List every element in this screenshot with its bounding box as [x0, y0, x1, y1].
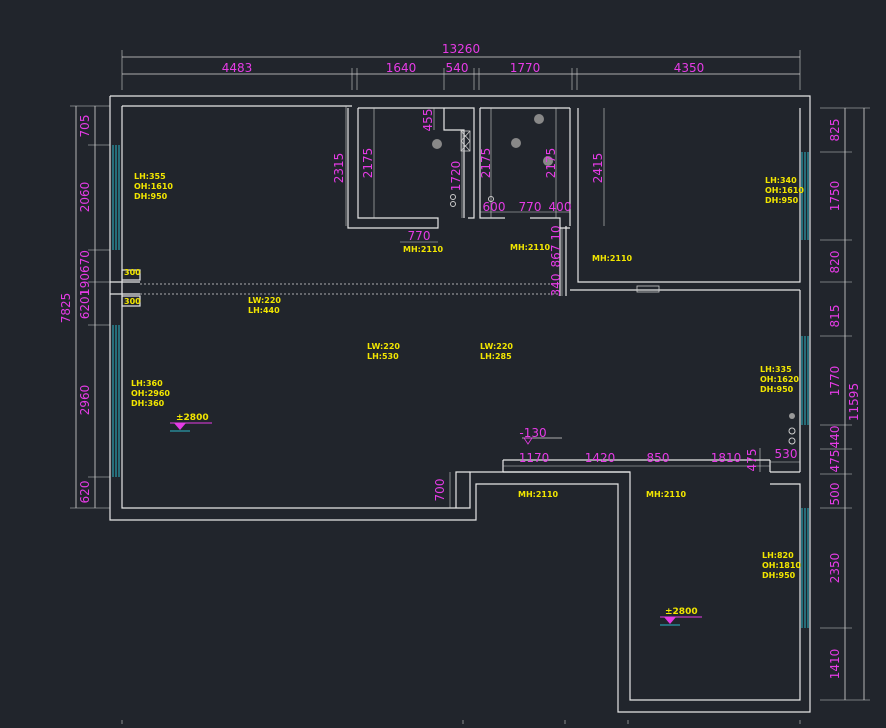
dim-530: 530	[775, 447, 798, 461]
window-sill-2: 300	[124, 297, 141, 306]
note-dh360: DH:360	[131, 399, 165, 408]
drain-icon	[432, 139, 442, 149]
annotations: LH:355 OH:1610 DH:950 LH:340 OH:1610 DH:…	[131, 172, 804, 626]
right-dimensions: 11595 825 1750 820 815 1770 440 475 500 …	[820, 107, 870, 701]
dim-2175-c: 2175	[544, 148, 558, 179]
note-oh1610-b: OH:1610	[765, 186, 804, 195]
note-mh2110-a: MH:2110	[403, 245, 444, 254]
dim-1810: 1810	[711, 451, 742, 465]
dim-1420: 1420	[585, 451, 616, 465]
windows: 300 300	[112, 145, 809, 628]
note-oh1810: OH:1810	[762, 561, 801, 570]
pipe-icon	[450, 201, 456, 207]
drain-icon	[534, 114, 544, 124]
dim-left-5: 2960	[78, 385, 92, 416]
dim-2315: 2315	[332, 153, 346, 184]
note-oh2960: OH:2960	[131, 389, 170, 398]
dim-right-1: 825	[828, 119, 842, 142]
dim-right-2: 1750	[828, 181, 842, 212]
dim-455: 455	[421, 109, 435, 132]
dim-867: 867	[549, 245, 563, 268]
note-lh355: LH:355	[134, 172, 166, 181]
note-lh440: LH:440	[248, 306, 280, 315]
note-lh340: LH:340	[765, 176, 797, 185]
note-dh950-a: DH:950	[134, 192, 168, 201]
dim-600: 600	[483, 200, 506, 214]
dim-400: 400	[549, 200, 572, 214]
fixtures	[432, 114, 796, 445]
dim-2175-a: 2175	[361, 148, 375, 179]
pipe-icon	[788, 427, 796, 435]
pipe-icon	[789, 413, 795, 419]
dim-right-10: 1410	[828, 649, 842, 680]
dim-right-8: 500	[828, 483, 842, 506]
dim-top-5: 4350	[674, 61, 705, 75]
left-dimensions: 7825 705 2060 190670 6201 2960 620	[59, 105, 110, 509]
pipe-icon	[450, 194, 456, 200]
note-oh1620: OH:1620	[760, 375, 799, 384]
note-lh530: LH:530	[367, 352, 399, 361]
dim-top-3: 540	[446, 61, 469, 75]
dim-top-1: 4483	[222, 61, 253, 75]
dim-left-6: 620	[78, 481, 92, 504]
dim-overall-width: 13260	[442, 42, 480, 56]
note-dh950-b: DH:950	[765, 196, 799, 205]
bottom-ticks	[121, 720, 801, 724]
level-mark-1: ±2800	[176, 413, 209, 423]
dim-770-b: 770	[519, 200, 542, 214]
dim-left-4: 6201	[78, 289, 92, 320]
dim-right-5: 1770	[828, 366, 842, 397]
dim-700: 700	[433, 479, 447, 502]
valve-icon	[460, 130, 471, 152]
level-mark-2: ±2800	[665, 607, 698, 617]
dim-770-a: 770	[408, 229, 431, 243]
window-sill-1: 300	[124, 268, 141, 277]
dim-right-3: 820	[828, 251, 842, 274]
pipe-icon	[788, 437, 796, 445]
drain-icon	[511, 138, 521, 148]
note-mh2110-e: MH:2110	[646, 490, 687, 499]
note-dh950-d: DH:950	[762, 571, 796, 580]
note-dh950-c: DH:950	[760, 385, 794, 394]
dim-top-4: 1770	[510, 61, 541, 75]
dim-1170: 1170	[519, 451, 550, 465]
dim-overall-right: 11595	[847, 383, 861, 421]
note-lh285: LH:285	[480, 352, 512, 361]
drain-icon	[543, 156, 553, 166]
note-lw220-a: LW:220	[248, 296, 281, 305]
dim-1720: 1720	[449, 161, 463, 192]
dim-top-2: 1640	[386, 61, 417, 75]
note-lh335: LH:335	[760, 365, 792, 374]
dim-850: 850	[647, 451, 670, 465]
note-oh1610-a: OH:1610	[134, 182, 173, 191]
dim-475: 475	[745, 449, 759, 472]
level-minus-130: -130	[519, 426, 546, 440]
note-lw220-c: LW:220	[480, 342, 513, 351]
note-lh360: LH:360	[131, 379, 163, 388]
note-mh2110-d: MH:2110	[518, 490, 559, 499]
note-mh2110-c: MH:2110	[592, 254, 633, 263]
dim-right-6: 440	[828, 426, 842, 449]
dim-left-1: 705	[78, 115, 92, 138]
dim-overall-left: 7825	[59, 293, 73, 324]
dim-right-4: 815	[828, 305, 842, 328]
dim-340: 340	[549, 274, 563, 297]
note-lh820: LH:820	[762, 551, 794, 560]
note-mh2110-b: MH:2110	[510, 243, 551, 252]
dim-left-2: 2060	[78, 182, 92, 213]
inner-dimensions: 2315 2175 455 1720 2175 2175 2415 770 60…	[332, 106, 800, 508]
top-dimensions: 13260 4483 1640 540 1770 4350	[121, 42, 801, 90]
dim-2415: 2415	[591, 153, 605, 184]
dim-right-9: 2350	[828, 553, 842, 584]
dim-left-3: 190670	[78, 250, 92, 296]
dim-10: 10	[549, 225, 563, 240]
note-lw220-b: LW:220	[367, 342, 400, 351]
meter-box-icon	[636, 285, 660, 293]
dim-2175-b: 2175	[479, 148, 493, 179]
dim-right-7: 475	[828, 450, 842, 473]
walls	[109, 95, 811, 713]
